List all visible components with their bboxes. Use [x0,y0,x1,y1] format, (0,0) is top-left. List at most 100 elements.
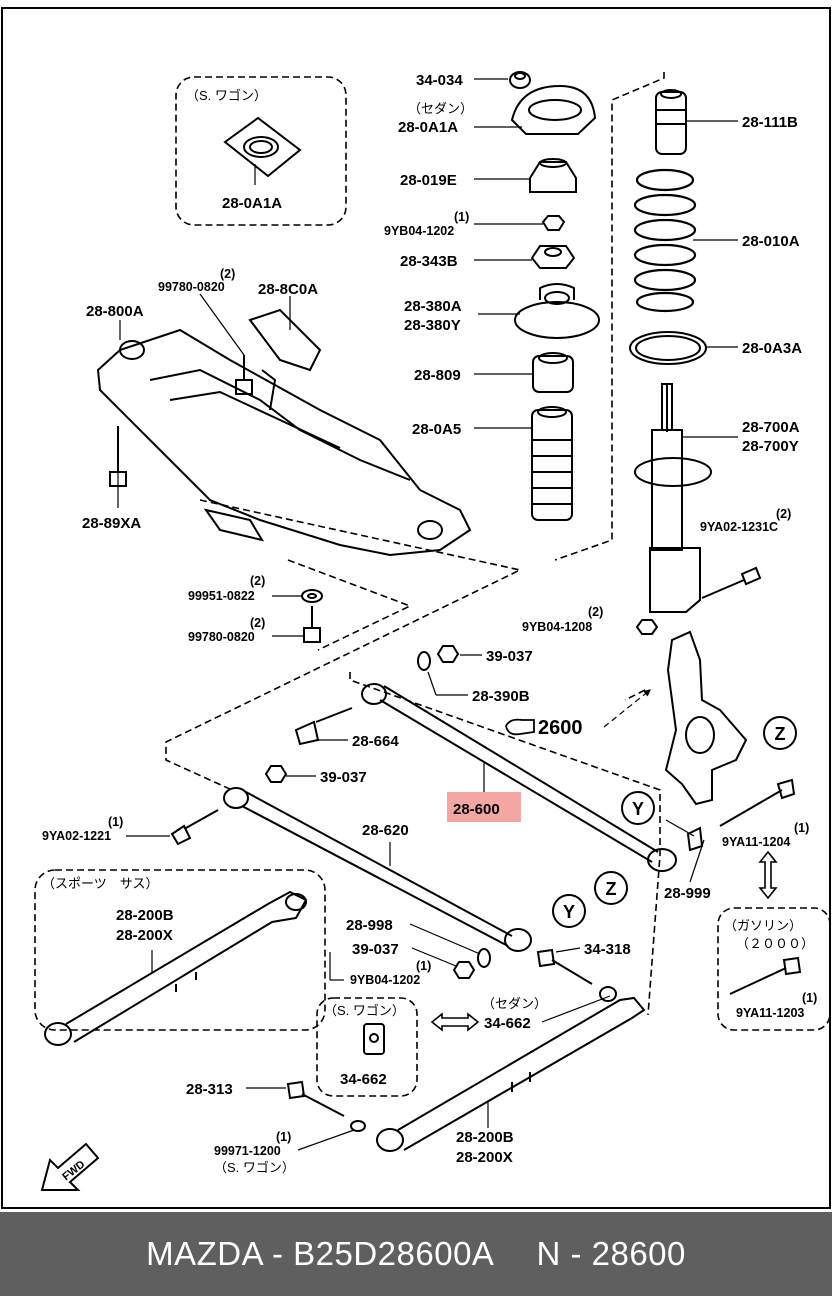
label-qty-9yb04-1208: (2) [588,605,603,619]
bump-stopper-upper-icon [529,158,577,193]
bolt-34-318-icon [536,948,593,985]
pointing-hand-icon [505,718,535,736]
lateral-link-28-620-icon [223,787,532,952]
label-9ya11-1203: 9YA11-1203 [736,1006,804,1020]
washer-28-998-icon [477,948,491,968]
label-28-600-highlight: 28-600 [453,801,500,818]
dashed-groups [34,72,831,1097]
label-sedan: （セダン） [408,101,473,116]
label-sports: （スポーツ サス） [42,876,158,891]
nut-34-034-icon [509,71,531,89]
label-2600: 2600 [538,717,583,739]
label-qty-9yb04-1202: (1) [454,210,469,224]
label-qty-9ya11-1203: (1) [802,991,817,1005]
footer-brand: MAZDA - B25D28600A [146,1235,495,1272]
wagon-plate-icon [223,116,302,178]
label-sedan-b: （セダン） [482,996,547,1011]
label-28-380a: 28-380A [404,298,462,315]
knuckle-icon [664,630,748,806]
double-arrow-icon [430,850,778,1032]
washer-28-999-icon [686,826,704,852]
trailing-link-sports-icon [44,890,308,1046]
nut-9YB04-icon [541,215,566,231]
nut-9YB04-1208-icon [635,619,659,635]
label-wagon-top: （S. ワゴン） [186,88,267,103]
bolt-9YA02-1231C-icon [701,566,762,599]
label-9ya11-1204: 9YA11-1204 [722,835,790,849]
label-99780-0820b: 99780-0820 [188,630,255,644]
leader-lines [117,78,738,1151]
bound-stopper-icon [532,352,574,393]
shock-absorber-icon [634,383,712,613]
label-34-034: 34-034 [416,72,463,89]
bolt-99780-0820b-icon [303,606,321,643]
marker-circles [552,716,797,928]
label-28-0a5: 28-0A5 [412,421,461,438]
label-28-8c0a: 28-8C0A [258,281,318,298]
nut-39-037a-icon [436,645,460,663]
bolt-28-664-icon [294,707,353,746]
nut-39-037c-icon [452,961,476,979]
label-28-664: 28-664 [352,733,399,750]
label-28-0a1a-wagon: 28-0A1A [222,195,282,212]
footer-code: N - 28600 [536,1235,686,1272]
label-28-700y: 28-700Y [742,438,799,455]
marker-y-2: Y [563,902,575,922]
label-28-019e: 28-019E [400,172,457,189]
label-39-037a: 39-037 [486,648,533,665]
label-28-0a3a: 28-0A3A [742,340,802,357]
leader-2600 [603,689,651,728]
label-28-380y: 28-380Y [404,317,461,334]
bolt-28-313-icon [286,1080,345,1117]
nut-39-037b-icon [264,765,288,783]
washer-99971-1200-icon [350,1120,366,1132]
bolt-9YA11-1204-icon [719,778,796,827]
label-28-89xa: 28-89XA [82,515,141,532]
bolt-99780-0820a-icon [235,355,253,395]
trailing-link-icon [376,986,646,1152]
label-28-200x: 28-200X [456,1149,513,1166]
label-qty-9ya11-1204: (1) [794,821,809,835]
washer-28-343B-icon [530,245,576,269]
marker-y-1: Y [632,799,644,819]
label-28-343b: 28-343B [400,253,458,270]
highlight-box [447,792,521,822]
label-39-037c: 39-037 [352,941,399,958]
label-28-313: 28-313 [186,1081,233,1098]
label-qty-9ya02-1221: (1) [108,815,123,829]
label-qty-99780-0820a: (2) [220,267,235,281]
dust-boot-icon [531,406,573,521]
label-28-999: 28-999 [664,885,711,902]
label-gasoline: （ガソリン） [724,918,802,933]
strut-mount-icon [514,283,600,339]
label-34-662-sedan: 34-662 [484,1015,531,1032]
label-28-390b: 28-390B [472,688,530,705]
label-28-998: 28-998 [346,917,393,934]
label-28-620: 28-620 [362,822,409,839]
label-99780-0820a: 99780-0820 [158,280,225,294]
bracket-34-662-icon [363,1023,385,1055]
label-28-0a1a: 28-0A1A [398,119,458,136]
label-qty-99971-1200: (1) [276,1130,291,1144]
label-28-200b: 28-200B [456,1129,514,1146]
label-9yb04-1202b: 9YB04-1202 [350,973,420,987]
label-wagon-bot: （S. ワゴン） [214,1160,295,1175]
coil-spring-icon [633,168,697,313]
label-99951-0822: 99951-0822 [188,589,255,603]
label-9ya02-1221: 9YA02-1221 [42,829,111,843]
frame-border [1,7,831,1209]
label-9ya02-1231c: 9YA02-1231C [700,520,778,534]
mount-plate-icon [510,84,597,135]
marker-z-1: Z [775,724,786,744]
label-34-318: 34-318 [584,941,631,958]
bolt-9YA11-1203-icon [729,956,802,995]
label-9yb04-1202: 9YB04-1202 [384,224,454,238]
fwd-arrow-icon [40,1142,100,1191]
label-28-200b-sports: 28-200B [116,907,174,924]
label-39-037b: 39-037 [320,769,367,786]
label-28-800a: 28-800A [86,303,144,320]
label-28-809: 28-809 [414,367,461,384]
label-99971-1200: 99971-1200 [214,1144,281,1158]
label-34-662-wagon: 34-662 [340,1071,387,1088]
label-28-200x-sports: 28-200X [116,927,173,944]
